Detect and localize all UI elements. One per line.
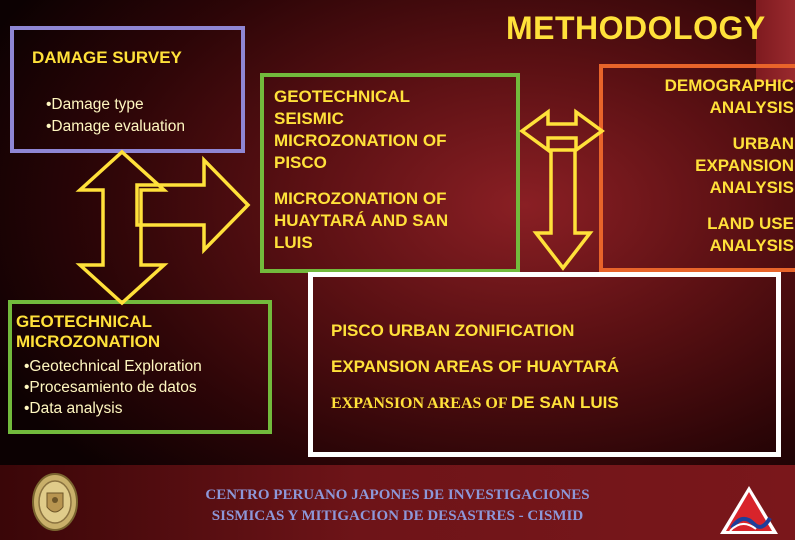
list-item: •Damage type <box>46 96 144 113</box>
seismic-line: PISCO <box>274 153 327 172</box>
footer-line: SISMICAS Y MITIGACION DE DESASTRES - CIS… <box>211 508 584 524</box>
result-line: EXPANSION AREAS OF DE SAN LUIS <box>331 393 619 413</box>
seismic-microzonation-box: GEOTECHNICAL SEISMIC MICROZONATION OF PI… <box>260 73 520 273</box>
slide-title: METHODOLOGY <box>506 10 766 46</box>
right-arrow <box>135 155 251 255</box>
seismic-line: MICROZONATION OF <box>274 131 447 150</box>
analysis-line: LAND USE <box>707 214 794 233</box>
university-seal-icon <box>32 473 78 531</box>
microzonation-line: LUIS <box>274 233 313 252</box>
geotechnical-microzonation-heading: GEOTECHNICAL MICROZONATION <box>16 312 160 352</box>
analysis-line: ANALYSIS <box>709 236 794 255</box>
double-arrow-vertical <box>75 149 169 306</box>
result-line: PISCO URBAN ZONIFICATION <box>331 321 575 340</box>
list-item: •Damage evaluation <box>46 118 185 135</box>
list-item: •Procesamiento de datos <box>24 379 197 396</box>
footer-line: CENTRO PERUANO JAPONES DE INVESTIGACIONE… <box>205 487 590 503</box>
footer-band: CENTRO PERUANO JAPONES DE INVESTIGACIONE… <box>0 465 795 540</box>
result-line-prefix: EXPANSION AREAS OF <box>331 395 512 412</box>
analysis-line: URBAN <box>732 134 794 153</box>
geotechnical-microzonation-box: GEOTECHNICAL MICROZONATION •Geotechnical… <box>8 300 272 434</box>
microzonation-line: MICROZONATION OF <box>274 189 447 208</box>
analysis-line: ANALYSIS <box>709 178 794 197</box>
heading-line: GEOTECHNICAL <box>16 312 152 331</box>
damage-survey-box: DAMAGE SURVEY •Damage type •Damage evalu… <box>10 26 245 153</box>
down-arrow <box>532 148 594 271</box>
seismic-line: GEOTECHNICAL <box>274 87 410 106</box>
damage-survey-list: •Damage type •Damage evaluation <box>46 94 185 138</box>
analysis-line: EXPANSION <box>695 156 794 175</box>
result-line-suffix: DE SAN LUIS <box>511 393 619 412</box>
analysis-line: DEMOGRAPHIC <box>664 76 794 95</box>
list-item: •Data analysis <box>24 400 123 417</box>
microzonation-line: HUAYTARÁ AND SAN <box>274 211 449 230</box>
cismid-logo-icon <box>720 486 778 534</box>
result-line: EXPANSION AREAS OF HUAYTARÁ <box>331 357 620 376</box>
decorative-strip <box>756 0 795 82</box>
heading-line: MICROZONATION <box>16 332 161 351</box>
results-box: PISCO URBAN ZONIFICATION EXPANSION AREAS… <box>308 272 781 457</box>
analysis-box: DEMOGRAPHIC ANALYSIS URBAN EXPANSION ANA… <box>599 64 795 272</box>
list-item: •Geotechnical Exploration <box>24 358 202 375</box>
seismic-line: SEISMIC <box>274 109 344 128</box>
damage-survey-heading: DAMAGE SURVEY <box>32 48 182 67</box>
double-arrow-horizontal <box>519 108 605 154</box>
geotechnical-microzonation-list: •Geotechnical Exploration •Procesamiento… <box>24 356 202 419</box>
analysis-line: ANALYSIS <box>709 98 794 117</box>
